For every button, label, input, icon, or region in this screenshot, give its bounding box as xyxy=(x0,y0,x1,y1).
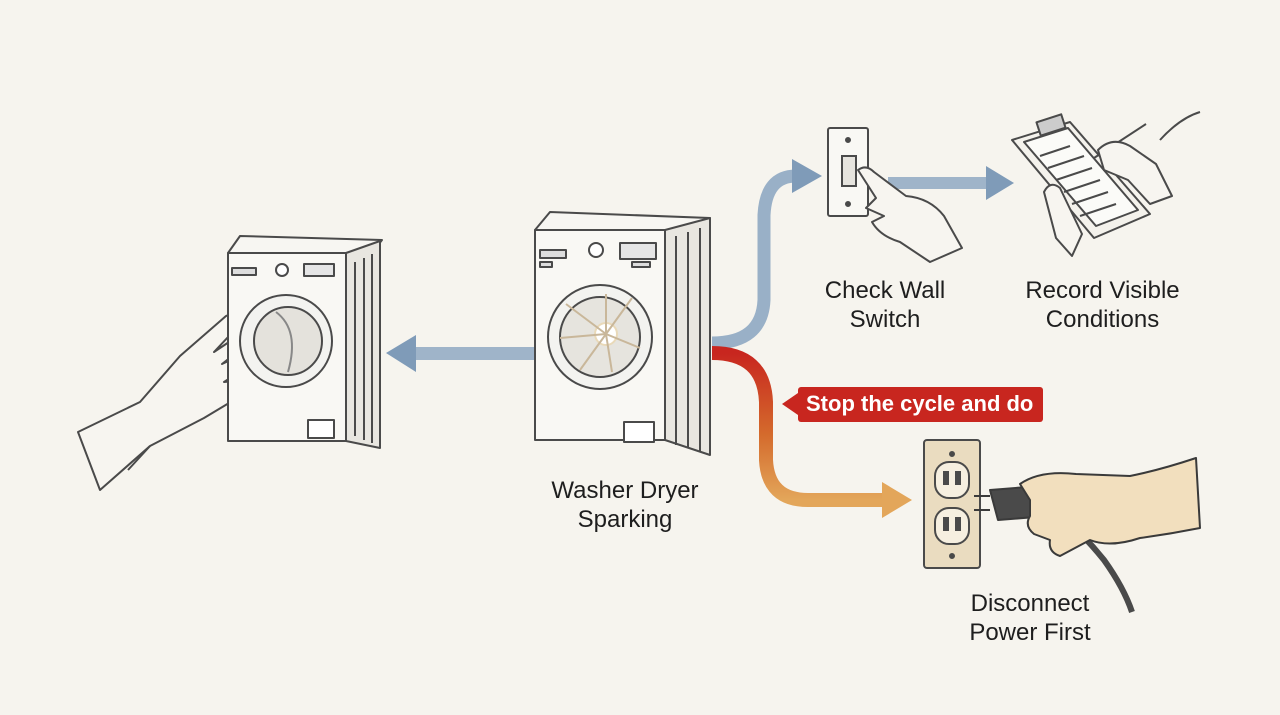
warning-callout: Stop the cycle and do xyxy=(782,386,1044,422)
label-check-wall-switch: Check Wall Switch xyxy=(785,276,985,334)
arrow-switch-to-record xyxy=(888,166,1014,200)
washer-left-icon xyxy=(227,235,383,449)
label-line: Sparking xyxy=(577,506,673,533)
callout-pointer-icon xyxy=(782,393,798,415)
arrow-to-left-washer xyxy=(386,335,534,372)
arrow-to-outlet xyxy=(711,346,912,518)
label-disconnect-power-first: Disconnect Power First xyxy=(925,589,1135,647)
arrow-to-wall-switch xyxy=(711,159,822,350)
clipboard-icon xyxy=(1011,113,1151,239)
label-washer-dryer-sparking: Washer Dryer Sparking xyxy=(520,476,730,534)
hand-switch-icon xyxy=(857,166,963,263)
label-line: Washer Dryer xyxy=(551,477,699,504)
washer-sparking-icon xyxy=(534,211,711,456)
wall-outlet-icon xyxy=(923,439,981,569)
label-record-visible-conditions: Record Visible Conditions xyxy=(990,276,1215,334)
label-line: Disconnect xyxy=(970,590,1090,617)
label-line: Switch xyxy=(849,306,921,333)
hand-clipboard-icon xyxy=(1043,111,1201,257)
callout-text: Stop the cycle and do xyxy=(798,386,1044,422)
label-line: Power First xyxy=(969,619,1091,646)
plug-hand-icon xyxy=(974,457,1201,613)
label-line: Record Visible xyxy=(1025,277,1180,304)
spark-icon xyxy=(559,294,641,373)
label-line: Conditions xyxy=(1045,306,1160,333)
label-line: Check Wall xyxy=(824,277,946,304)
